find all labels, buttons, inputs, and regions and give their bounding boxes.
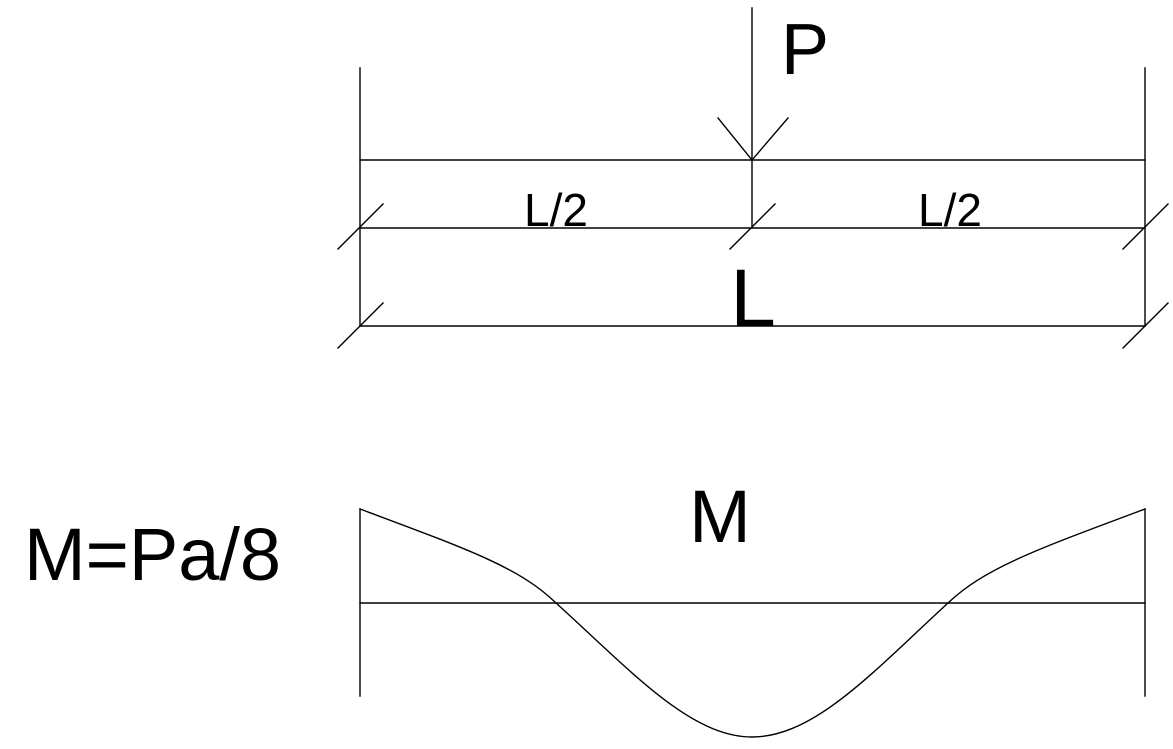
moment-formula: M=Pa/8 (24, 513, 281, 596)
load-label: P (781, 10, 829, 90)
moment-curve (359, 508, 1146, 738)
dimension-tick (337, 302, 384, 349)
dimension-tick (1122, 203, 1169, 250)
dimension-tick (337, 203, 384, 250)
half-span-label-right: L/2 (918, 184, 982, 236)
load-arrow (717, 7, 789, 161)
dimension-tick (1122, 302, 1169, 349)
dimension-tick (729, 203, 776, 250)
span-label: L (730, 253, 776, 344)
half-span-label-left: L/2 (524, 184, 588, 236)
moment-title: M (689, 475, 751, 558)
